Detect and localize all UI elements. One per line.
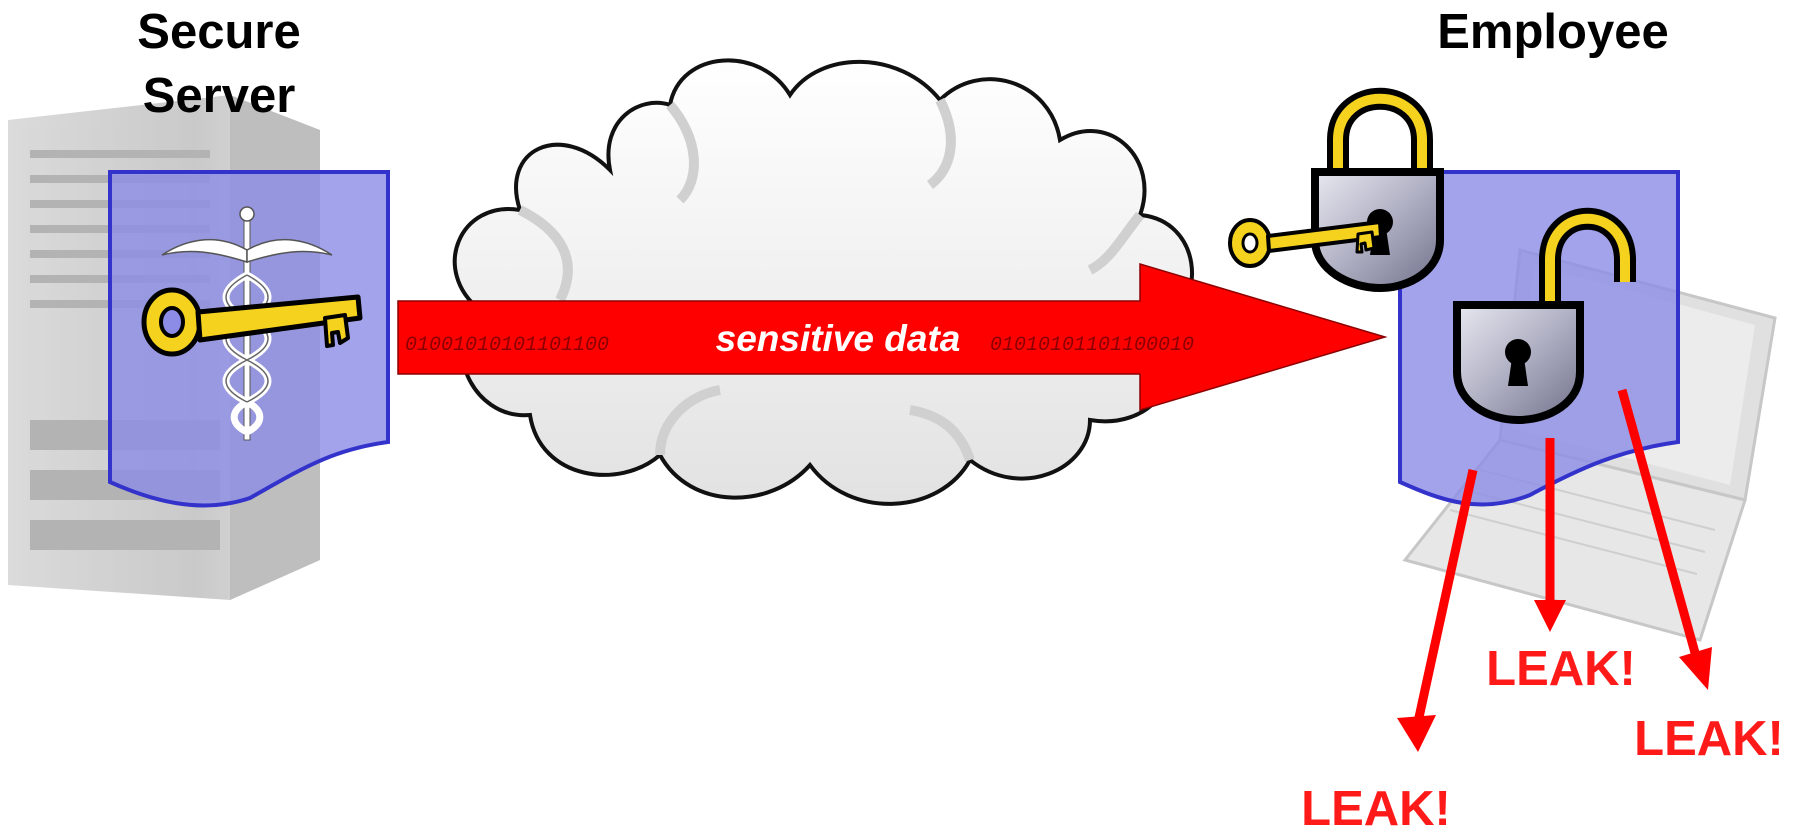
key-icon: [1228, 218, 1383, 268]
padlock-closed-icon: [1311, 87, 1444, 293]
leak-arrow: [1617, 388, 1712, 690]
arrow-bits-right: 01010101101100010: [990, 334, 1194, 357]
employee-label: Employee: [1437, 5, 1668, 59]
leak-arrow: [1397, 469, 1478, 752]
data-arrow: [397, 262, 1388, 412]
leak-label: LEAK!: [1634, 712, 1784, 766]
leak-label: LEAK!: [1486, 642, 1636, 696]
padlock-open-icon: [1453, 207, 1636, 425]
cloud-icon: [452, 58, 1194, 506]
arrow-caption: sensitive data: [716, 318, 961, 359]
server-label-line2: Server: [143, 69, 296, 123]
leak-arrow: [1534, 438, 1566, 632]
arrow-bits-left: 01001010101101100: [405, 334, 609, 357]
key-icon: [141, 287, 363, 357]
server-label-line1: Secure: [137, 5, 300, 59]
leak-label: LEAK!: [1301, 782, 1451, 828]
